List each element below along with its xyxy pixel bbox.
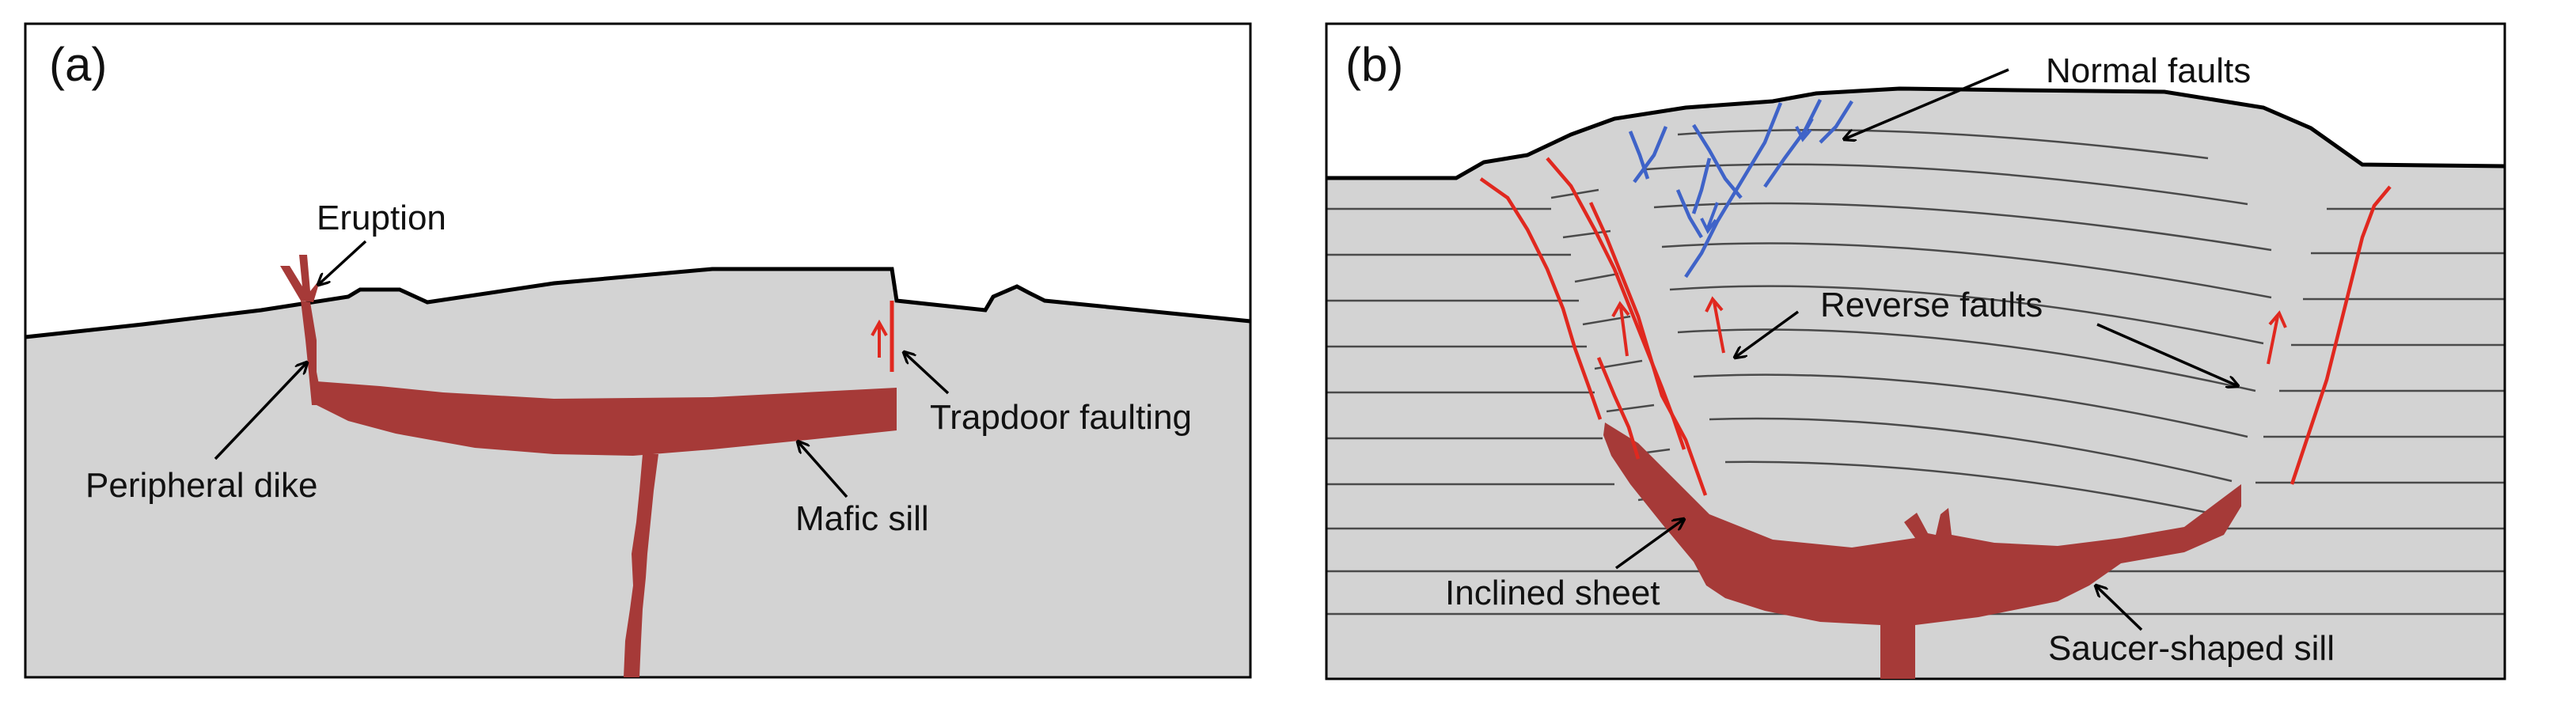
panel-a-eruption-vent bbox=[280, 255, 321, 302]
trapdoor-faulting-label: Trapdoor faulting bbox=[930, 398, 1192, 437]
mafic-sill-arrow bbox=[798, 441, 848, 498]
peripheral-dike-label: Peripheral dike bbox=[85, 466, 318, 505]
reverse-fault-line bbox=[1479, 177, 1603, 420]
eruption-label: Eruption bbox=[317, 199, 446, 237]
normal-fault-line bbox=[1763, 98, 1823, 188]
panel-b-frame bbox=[1325, 22, 2506, 680]
reverse-faults-arrow-right bbox=[2096, 323, 2238, 386]
normal-fault-slip-arrow bbox=[1795, 118, 1814, 142]
saucer-shaped-sill-label: Saucer-shaped sill bbox=[2048, 629, 2335, 668]
eruption-arrow bbox=[318, 240, 367, 285]
reverse-fault-line bbox=[1588, 202, 1708, 496]
normal-fault-line bbox=[1675, 189, 1703, 239]
stratum-line bbox=[1326, 481, 2505, 486]
reverse-fault-slip-arrowhead bbox=[2268, 310, 2287, 328]
stratum-line bbox=[1326, 343, 2505, 348]
normal-fault-line bbox=[1633, 126, 1668, 184]
inclined-sheet-arrow bbox=[1614, 519, 1684, 570]
panel-a-trapdoor-slip-arrowhead bbox=[871, 319, 888, 336]
normal-faults-label: Normal faults bbox=[2046, 51, 2251, 90]
peripheral-dike-arrow bbox=[214, 362, 307, 460]
reverse-faults-arrow-left bbox=[1735, 310, 1800, 358]
saucer-shaped-sill-arrow bbox=[2096, 585, 2143, 631]
normal-faults-arrow bbox=[1844, 68, 2009, 139]
stratum-line bbox=[1326, 297, 2505, 302]
panel-b-reverse-faults bbox=[1479, 157, 2392, 496]
reverse-fault-slip-arrow bbox=[1713, 301, 1725, 354]
panel-a: (a) Eruption Peripheral dike Trapdoor fa… bbox=[24, 22, 1252, 679]
stratum-line bbox=[1724, 460, 2217, 516]
panel-a-label: (a) bbox=[49, 38, 107, 91]
panel-b-surface bbox=[1326, 86, 2506, 180]
panel-a-rock bbox=[25, 269, 1250, 677]
stratum-line bbox=[1709, 417, 2233, 483]
stratum-line bbox=[1326, 435, 2505, 440]
reverse-fault-slip-arrow bbox=[1619, 306, 1629, 357]
panel-b-normal-faults bbox=[1628, 98, 1853, 279]
normal-fault-slip-arrow bbox=[1700, 202, 1719, 234]
stratum-line bbox=[1677, 129, 2209, 160]
panel-a-feeder-dike bbox=[624, 454, 658, 677]
reverse-fault-line bbox=[1596, 357, 1641, 460]
reverse-fault-slip-arrowhead bbox=[1705, 296, 1724, 313]
panel-b-label: (b) bbox=[1345, 38, 1403, 91]
inclined-sheet-label: Inclined sheet bbox=[1445, 574, 1660, 612]
stratum-line bbox=[1326, 252, 2505, 256]
stratum-line bbox=[1677, 328, 2256, 392]
mafic-sill-label: Mafic sill bbox=[795, 499, 929, 538]
stratum-line bbox=[1693, 373, 2248, 438]
panel-a-peripheral-dike bbox=[301, 301, 323, 405]
panel-a-mafic-sill bbox=[317, 381, 897, 456]
stratum-line bbox=[1326, 389, 2505, 394]
normal-fault-line bbox=[1684, 102, 1783, 279]
normal-fault-line bbox=[1819, 100, 1853, 144]
trapdoor-faulting-arrow bbox=[904, 352, 950, 395]
panel-b-strata bbox=[1326, 129, 2505, 616]
stratum-line bbox=[1661, 242, 2272, 299]
reverse-fault-line bbox=[2290, 185, 2392, 485]
panel-b: (b) Normal faults Reverse faults Incline… bbox=[1325, 22, 2506, 680]
panel-a-surface bbox=[25, 267, 1251, 339]
normal-fault-line bbox=[1628, 131, 1650, 180]
stratum-line bbox=[1645, 163, 2248, 206]
panel-b-saucer-sill bbox=[1603, 422, 2241, 679]
normal-fault-line bbox=[1692, 123, 1743, 199]
reverse-fault-slip-arrowhead bbox=[1611, 301, 1630, 317]
reverse-fault-slip-arrow bbox=[2267, 316, 2279, 365]
reverse-faults-label: Reverse faults bbox=[1820, 286, 2043, 324]
stratum-line bbox=[1669, 285, 2264, 345]
normal-fault-line bbox=[1691, 157, 1712, 214]
